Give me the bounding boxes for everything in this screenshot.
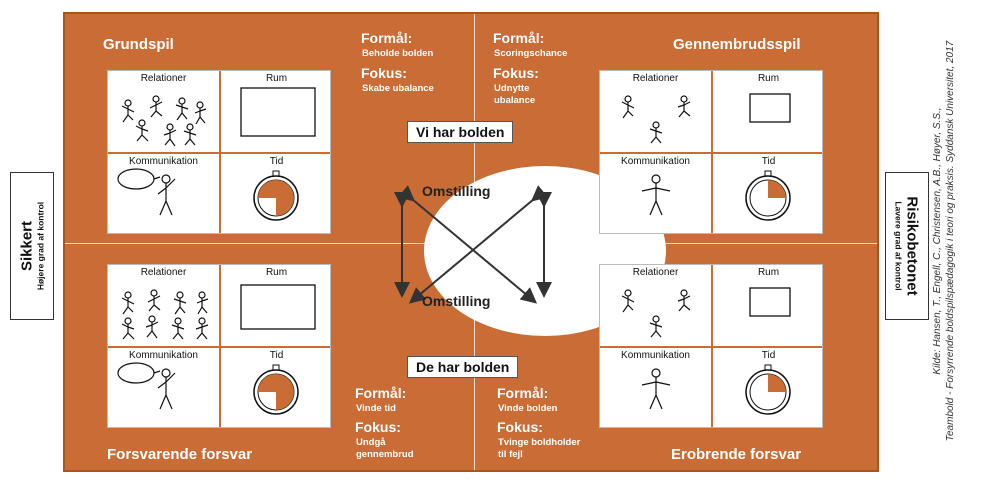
fokus-label-top-right: Fokus:: [493, 65, 539, 81]
quadrant-title-top-right: Gennembrudsspil: [673, 36, 801, 53]
stopwatch-icon: [745, 364, 791, 415]
left-side-title: Sikkert: [18, 220, 36, 272]
panel-top-left: Relationer Rum Kommunikation Tid: [107, 70, 331, 234]
cell-kommunikation: Kommunikation: [621, 350, 690, 361]
space-icon: [240, 87, 316, 137]
panel-bottom-right: Relationer Rum Kommunikation Tid: [599, 264, 823, 428]
players-icon: [621, 95, 691, 144]
field: Grundspil Gennembrudsspil Forsvarende fo…: [63, 12, 879, 472]
fokus-text-bottom-left-2: gennembrud: [356, 449, 414, 460]
communication-icon: [117, 362, 176, 410]
arrow-diagonal-2: [408, 185, 549, 304]
space-icon: [749, 93, 791, 123]
quadrant-title-top-left: Grundspil: [103, 36, 174, 53]
panel-top-right: Relationer Rum Kommunikation Tid: [599, 70, 823, 234]
formaal-label-bottom-left: Formål:: [355, 385, 407, 401]
space-icon: [749, 287, 791, 317]
source-credit: Kilde: Hansen, T., Engell, C., Christens…: [931, 41, 957, 441]
cell-rum: Rum: [265, 73, 288, 84]
cell-relationer: Relationer: [140, 73, 187, 84]
cell-rum: Rum: [265, 267, 288, 278]
players-icon: [121, 289, 209, 340]
fokus-label-top-left: Fokus:: [361, 65, 407, 81]
formaal-label-bottom-right: Formål:: [497, 385, 549, 401]
right-side-title: Risikobetonet: [903, 196, 921, 296]
formaal-text-bottom-right: Vinde bolden: [498, 403, 558, 414]
fokus-text-bottom-left: Undgå: [356, 437, 386, 448]
fokus-text-bottom-right-2: til fejl: [498, 449, 523, 460]
stopwatch-icon: [253, 170, 299, 221]
formaal-label-top-left: Formål:: [361, 30, 413, 46]
cell-tid: Tid: [269, 156, 284, 167]
banner-de-har-bolden: De har bolden: [407, 356, 519, 378]
fokus-label-bottom-left: Fokus:: [355, 419, 401, 435]
cell-kommunikation: Kommunikation: [621, 156, 690, 167]
communication-icon: [641, 368, 671, 410]
fokus-text-top-right-2: ubalance: [494, 95, 536, 106]
panel-bottom-left: Relationer Rum Kommunikation Tid: [107, 264, 331, 428]
stopwatch-icon: [253, 364, 299, 415]
omstilling-top-label: Omstilling: [422, 183, 491, 199]
right-side-subtitle: Lavere grad af kontrol: [893, 201, 904, 291]
communication-icon: [117, 168, 176, 216]
fokus-label-bottom-right: Fokus:: [497, 419, 543, 435]
right-side-label: Risikobetonet Lavere grad af kontrol: [885, 172, 929, 320]
cell-kommunikation: Kommunikation: [129, 156, 198, 167]
source-line-1: Kilde: Hansen, T., Engell, C., Christens…: [932, 107, 943, 375]
transition-arrows: [394, 185, 552, 304]
players-icon: [621, 289, 691, 338]
cell-rum: Rum: [757, 267, 780, 278]
formaal-label-top-right: Formål:: [493, 30, 545, 46]
space-icon: [240, 284, 316, 330]
left-side-label: Sikkert Højere grad af kontrol: [10, 172, 54, 320]
formaal-text-bottom-left: Vinde tid: [356, 403, 396, 414]
source-line-2: Teambold - Forsyrrende boldspilspædagogi…: [945, 40, 956, 442]
cell-relationer: Relationer: [632, 267, 679, 278]
fokus-text-top-right: Udnytte: [494, 83, 530, 94]
quadrant-title-bottom-right: Erobrende forsvar: [671, 446, 802, 463]
cell-tid: Tid: [761, 350, 776, 361]
banner-vi-har-bolden: Vi har bolden: [407, 121, 514, 143]
quadrant-title-bottom-left: Forsvarende forsvar: [107, 446, 253, 463]
cell-relationer: Relationer: [140, 267, 187, 278]
omstilling-bottom-label: Omstilling: [422, 293, 491, 309]
formaal-text-top-right: Scoringschance: [494, 48, 568, 59]
fokus-text-top-left: Skabe ubalance: [362, 83, 434, 94]
communication-icon: [641, 174, 671, 216]
players-icon: [121, 95, 207, 147]
cell-rum: Rum: [757, 73, 780, 84]
fokus-text-bottom-right: Tvinge boldholder: [498, 437, 581, 448]
cell-kommunikation: Kommunikation: [129, 350, 198, 361]
stopwatch-icon: [745, 170, 791, 221]
cell-relationer: Relationer: [632, 73, 679, 84]
formaal-text-top-left: Beholde bolden: [362, 48, 434, 59]
cell-tid: Tid: [761, 156, 776, 167]
left-side-subtitle: Højere grad af kontrol: [35, 201, 46, 291]
cell-tid: Tid: [269, 350, 284, 361]
